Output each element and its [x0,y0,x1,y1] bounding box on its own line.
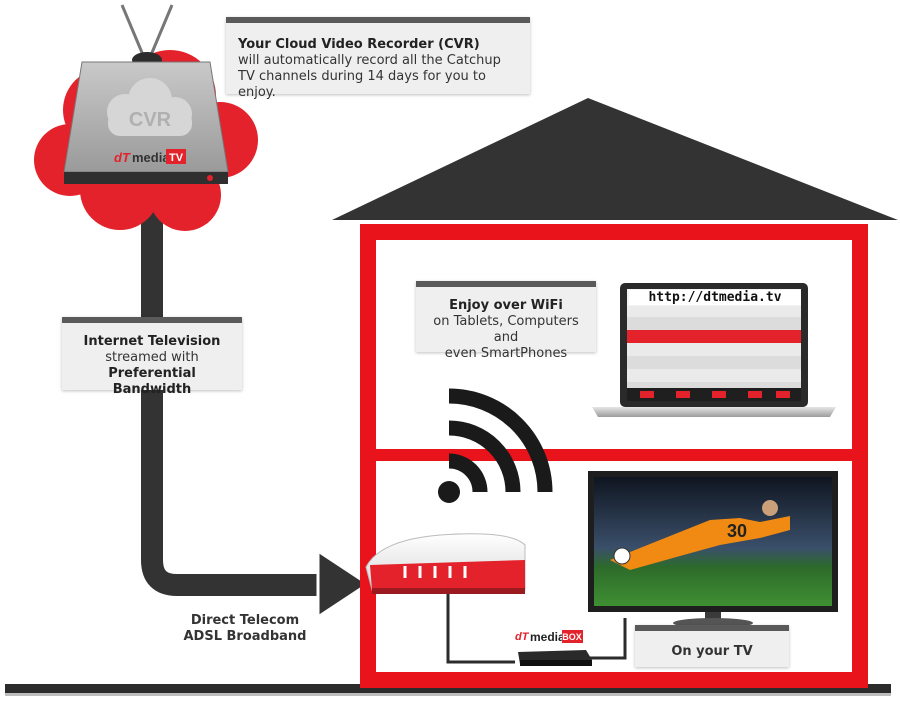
house-roof [332,98,898,220]
laptop-icon [592,283,836,417]
box-brand-text: media [530,630,565,644]
house [332,98,898,688]
wifi-icon [438,388,553,503]
cvr-callout-body: will automatically record all the Catchu… [238,53,501,100]
cvr-brand-text: media [132,150,170,165]
cvr-callout: Your Cloud Video Recorder (CVR) will aut… [226,17,530,100]
box-brand-suffix: BOX [562,632,582,642]
wifi-callout-line2: on Tablets, Computers and [433,314,579,345]
lan-cable [446,594,515,664]
television-icon: 30 [588,471,838,628]
wifi-callout-line3: even SmartPhones [444,346,568,361]
ground-line [5,684,891,693]
internet-callout-line3: Preferential Bandwidth [108,366,196,397]
jersey-number: 30 [727,521,747,541]
internet-cable [138,200,371,620]
cvr-badge-text: CVR [129,109,172,131]
cvr-brand-suffix: TV [169,152,184,164]
internet-callout-line1: Internet Television [83,334,221,349]
box-dt-logo: dT [515,631,530,643]
hdmi-cable [590,618,627,660]
cvr-callout-title: Your Cloud Video Recorder (CVR) [238,37,480,52]
adsl-label-line1: Direct Telecom [190,613,300,628]
internet-callout-line2: streamed with [105,350,199,365]
wifi-callout-title: Enjoy over WiFi [449,298,563,313]
adsl-label-line2: ADSL Broadband [183,629,307,644]
arrow-head [316,548,371,620]
adsl-label: Direct Telecom ADSL Broadband [180,613,310,645]
tv-callout: On your TV [635,625,789,667]
laptop-url-text: http://dtmedia.tv [629,290,801,305]
house-floor-divider [368,449,860,461]
wifi-callout: Enjoy over WiFi on Tablets, Computers an… [416,281,596,361]
cvr-cloud-badge-icon [107,78,192,136]
internet-tv-callout: Internet Television streamed with Prefer… [62,317,242,397]
dt-logo-mark: dT [114,150,131,165]
set-top-box-icon: dT media BOX [515,630,592,666]
cvr-device: CVR dT media TV [63,4,229,184]
router-icon [365,533,526,594]
